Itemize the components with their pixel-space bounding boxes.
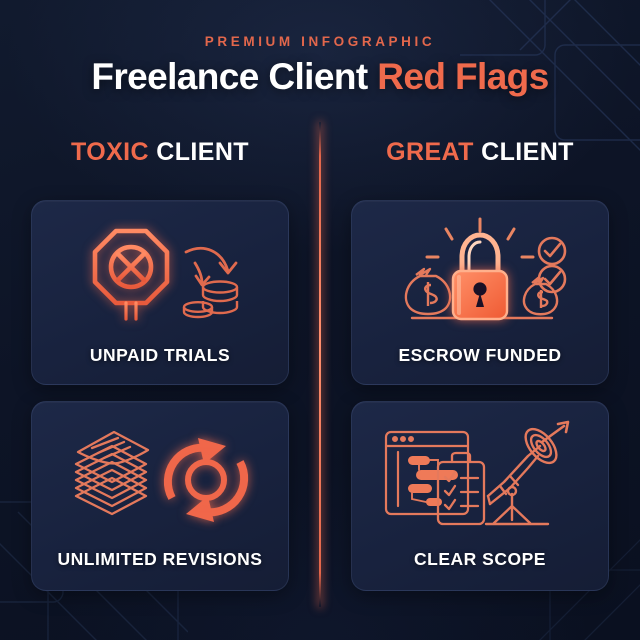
- card-label: ESCROW FUNDED: [398, 345, 562, 365]
- kicker-text: PREMIUM INFOGRAPHIC: [204, 34, 436, 49]
- card-label: CLEAR SCOPE: [414, 549, 546, 569]
- column-heading-great-accent: GREAT: [386, 138, 474, 166]
- card-clear-scope[interactable]: CLEAR SCOPE: [351, 401, 609, 591]
- title-accent: Red Flags: [377, 56, 549, 97]
- column-divider: [319, 122, 321, 607]
- column-heading-toxic-accent: TOXIC: [71, 138, 149, 166]
- column-heading-toxic-plain: CLIENT: [148, 138, 249, 166]
- page-title: Freelance Client Red Flags: [0, 56, 640, 98]
- column-heading-great: GREAT CLIENT: [320, 138, 640, 167]
- paper-stack-refresh-icon: [32, 402, 288, 549]
- column-heading-toxic: TOXIC CLIENT: [0, 138, 320, 167]
- column-heading-great-plain: CLIENT: [473, 138, 574, 166]
- card-unpaid-trials[interactable]: UNPAID TRIALS: [31, 200, 289, 385]
- padlock-money-check-icon: [352, 201, 608, 345]
- card-escrow-funded[interactable]: ESCROW FUNDED: [351, 200, 609, 385]
- browser-clipboard-telescope-icon: [352, 402, 608, 549]
- card-unlimited-revisions[interactable]: UNLIMITED REVISIONS: [31, 401, 289, 591]
- card-label: UNLIMITED REVISIONS: [57, 549, 263, 569]
- title-main: Freelance Client: [91, 56, 378, 97]
- card-label: UNPAID TRIALS: [89, 345, 231, 365]
- stop-sign-coins-icon: [32, 201, 288, 345]
